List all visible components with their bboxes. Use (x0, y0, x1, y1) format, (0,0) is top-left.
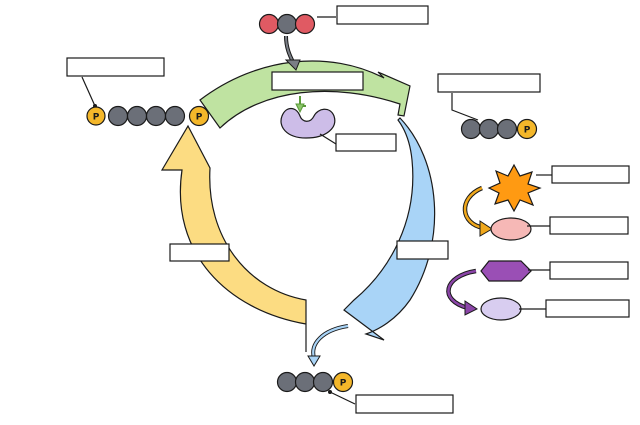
small-green-arrow-icon (295, 96, 306, 114)
top-input-molecule (258, 13, 336, 35)
label-spiky-molecule[interactable] (551, 165, 630, 184)
starburst-icon (487, 163, 542, 213)
label-right-chain[interactable] (437, 73, 541, 93)
label-left-arrow[interactable] (169, 243, 230, 262)
hexagon-icon (480, 260, 532, 282)
input-arrow-icon (284, 35, 301, 71)
curved-arrow-icon (462, 185, 493, 237)
bottom-chain: P (276, 371, 354, 393)
label-lavender-oval[interactable] (545, 299, 630, 318)
right-chain: P (460, 118, 538, 140)
enzyme-shape (280, 107, 337, 145)
bisphosphate-chain: P P (86, 105, 210, 127)
lavender-oval (480, 297, 522, 321)
phosphate-icon-right: P (196, 113, 203, 123)
label-bisphosphate-chain[interactable] (66, 57, 165, 77)
purple-curved-arrow-icon (446, 268, 478, 316)
label-purple-hexagon[interactable] (549, 261, 629, 280)
label-top-input[interactable] (336, 5, 429, 25)
phosphate-icon-right-chain: P (524, 126, 531, 136)
label-enzyme[interactable] (335, 133, 397, 152)
phosphate-icon-left: P (93, 113, 100, 123)
green-cycle-arrow (199, 60, 411, 129)
yellow-cycle-arrow (160, 124, 307, 352)
phosphate-icon-bottom: P (340, 379, 347, 389)
small-blue-arrow-icon (307, 324, 349, 367)
label-top-arrow[interactable] (271, 71, 364, 91)
blue-cycle-arrow (343, 117, 436, 341)
label-right-arrow[interactable] (396, 240, 449, 260)
pink-oval (490, 217, 532, 241)
label-bottom-chain[interactable] (355, 394, 454, 414)
label-pink-oval[interactable] (549, 216, 629, 235)
